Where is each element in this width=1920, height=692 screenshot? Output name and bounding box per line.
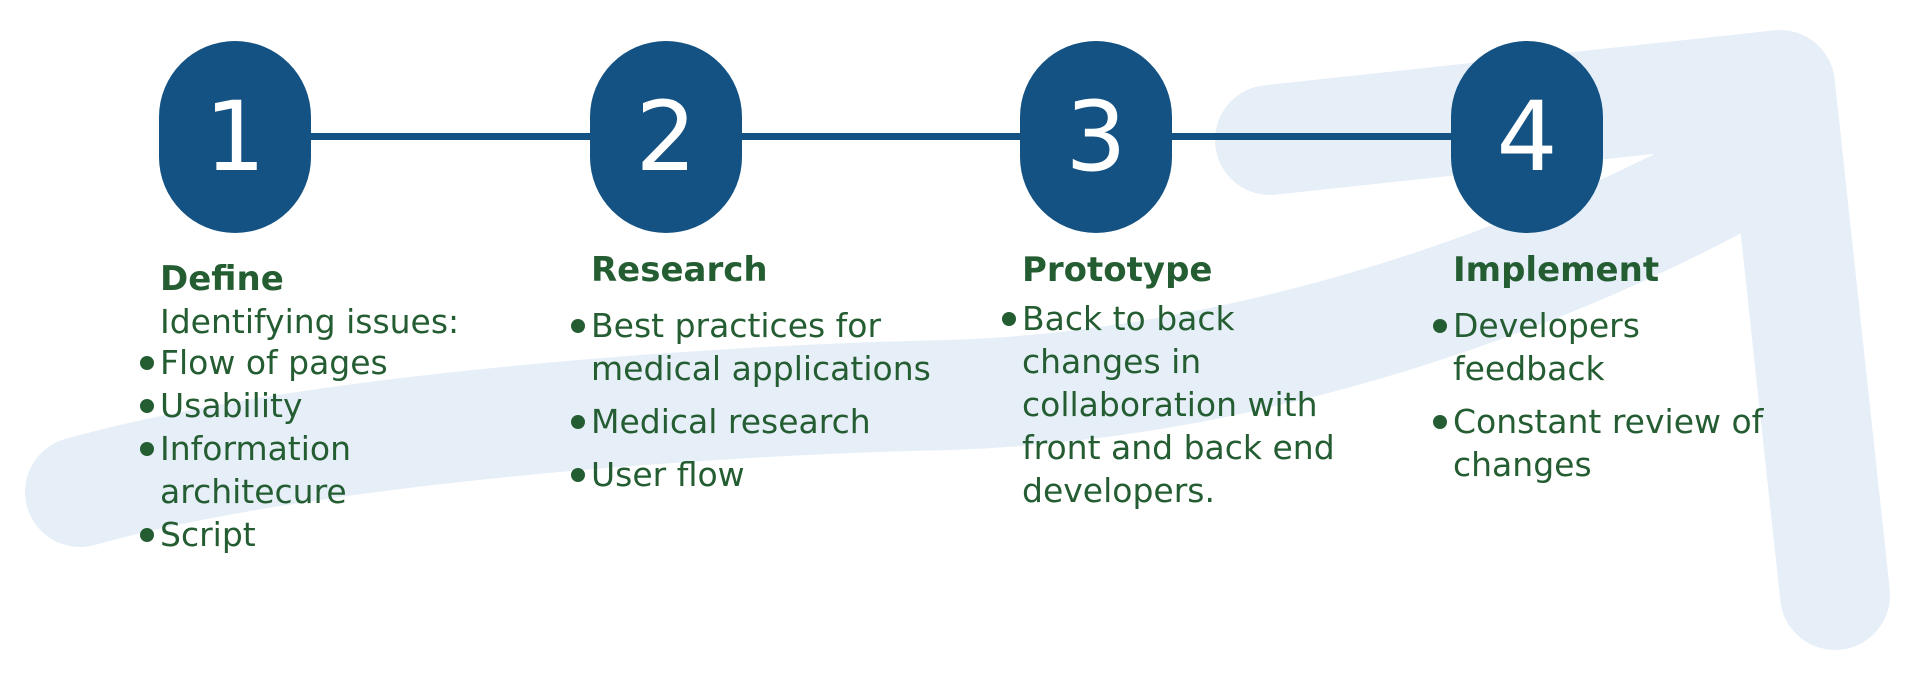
list-item: User flow: [571, 453, 931, 496]
growth-arrow-head: [1215, 30, 1890, 650]
step-1-content: Define Identifying issues: Flow of pages…: [140, 259, 460, 556]
list-item-text: Medical research: [591, 402, 871, 441]
step-3-list: Back to back changes in collaboration wi…: [1002, 297, 1335, 512]
step-1-title: Define: [160, 259, 284, 299]
step-1-intro: Identifying issues:: [160, 302, 460, 341]
step-3-badge: 3: [1020, 41, 1172, 233]
step-2-content: Research Best practices for medical appl…: [571, 250, 931, 506]
list-item-text: Developers feedback: [1453, 306, 1640, 388]
bullet-icon: [140, 356, 154, 370]
step-3-title: Prototype: [1022, 250, 1213, 290]
step-4-title: Implement: [1453, 250, 1660, 290]
list-item: Best practices for medical applications: [571, 304, 931, 390]
bullet-icon: [571, 415, 585, 429]
step-3-content: Prototype Back to back changes in collab…: [1002, 250, 1335, 512]
bullet-icon: [140, 528, 154, 542]
list-item: Script: [140, 513, 459, 556]
bullet-icon: [571, 319, 585, 333]
list-item-text: Flow of pages: [160, 343, 388, 382]
step-connector-2-3: [740, 133, 1040, 140]
list-item: Medical research: [571, 400, 931, 443]
step-connector-3-4: [1170, 133, 1470, 140]
list-item-text: Constant review of changes: [1453, 402, 1764, 484]
list-item: Back to back changes in collaboration wi…: [1002, 297, 1335, 512]
bullet-icon: [140, 399, 154, 413]
list-item-text: Script: [160, 515, 256, 554]
list-item-text: Information architecure: [160, 429, 352, 511]
bullet-icon: [1433, 415, 1447, 429]
list-item: Flow of pages: [140, 341, 459, 384]
step-2-badge: 2: [590, 41, 742, 233]
bullet-icon: [1433, 319, 1447, 333]
list-item: Constant review of changes: [1433, 400, 1764, 486]
list-item-text: User flow: [591, 455, 745, 494]
growth-arrow-shaft: [25, 105, 1815, 547]
list-item: Usability: [140, 384, 459, 427]
list-item-text: Best practices for medical applications: [591, 306, 931, 388]
step-2-title: Research: [591, 250, 768, 290]
step-1-badge: 1: [159, 41, 311, 233]
bullet-icon: [571, 468, 585, 482]
list-item-text: Usability: [160, 386, 303, 425]
bullet-icon: [1002, 312, 1016, 326]
bullet-icon: [140, 442, 154, 456]
list-item: Developers feedback: [1433, 304, 1763, 390]
step-connector-1-2: [300, 133, 600, 140]
list-item-text: Back to back changes in collaboration wi…: [1022, 299, 1335, 510]
step-4-badge: 4: [1451, 41, 1603, 233]
list-item: Information architecure: [140, 427, 459, 513]
